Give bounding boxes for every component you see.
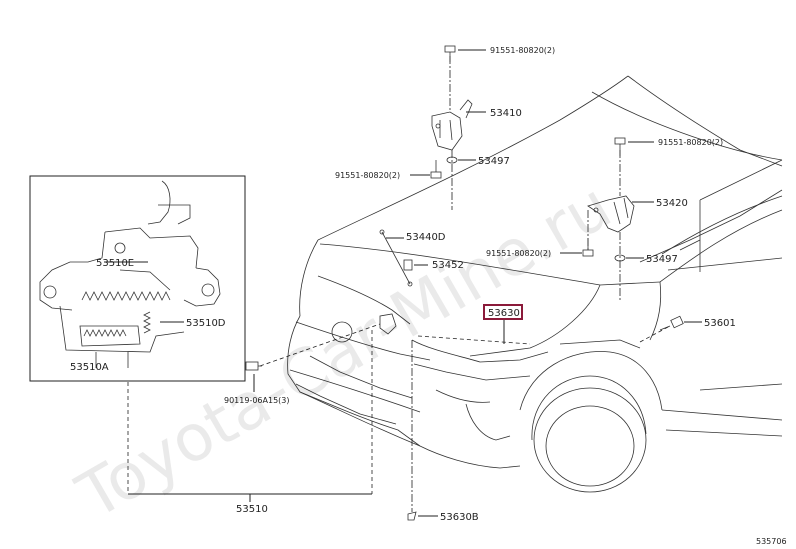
diagram-code: 535706 [756, 537, 787, 546]
label-91551-left: 91551-80820(2) [335, 171, 400, 180]
latch-bracket [379, 313, 397, 335]
label-53440d: 53440D [406, 232, 446, 243]
bolt-icon [444, 45, 456, 62]
holder-icon [403, 259, 413, 271]
label-53510: 53510 [236, 504, 268, 515]
label-53497-right: 53497 [646, 254, 678, 265]
label-53630b: 53630B [440, 512, 479, 523]
cushion-icon [446, 156, 458, 164]
label-53630: 53630 [488, 308, 520, 319]
hood-support-rod [379, 229, 413, 287]
label-53510d: 53510D [186, 318, 226, 329]
label-53497-left: 53497 [478, 156, 510, 167]
hood-hinge-right [587, 195, 635, 233]
label-53510e: 53510E [96, 258, 134, 269]
label-53601: 53601 [704, 318, 736, 329]
bolt-icon [430, 160, 442, 179]
clip-icon [407, 511, 417, 521]
cushion-icon [614, 254, 626, 262]
label-53420: 53420 [656, 198, 688, 209]
sensor-icon [659, 315, 684, 331]
seal-line [417, 335, 531, 345]
label-53410: 53410 [490, 108, 522, 119]
sensor-dash [639, 325, 671, 343]
label-91551-right-mid: 91551-80820(2) [486, 249, 551, 258]
label-53452: 53452 [432, 260, 464, 271]
car-body [287, 75, 783, 493]
bolt-icon [582, 238, 594, 257]
label-91551-top: 91551-80820(2) [490, 46, 555, 55]
bolt-icon [614, 137, 626, 156]
hood-hinge-left [431, 99, 473, 151]
label-53510a: 53510A [70, 362, 109, 373]
highlight-53630 [483, 304, 523, 320]
label-90119: 90119-06A15(3) [224, 396, 290, 405]
hood-lock-assembly [39, 180, 221, 368]
label-91551-right-top: 91551-80820(2) [658, 138, 723, 147]
bolt-dash [259, 323, 381, 367]
latch-inset-frame [29, 175, 246, 382]
bolt-icon [245, 361, 262, 371]
